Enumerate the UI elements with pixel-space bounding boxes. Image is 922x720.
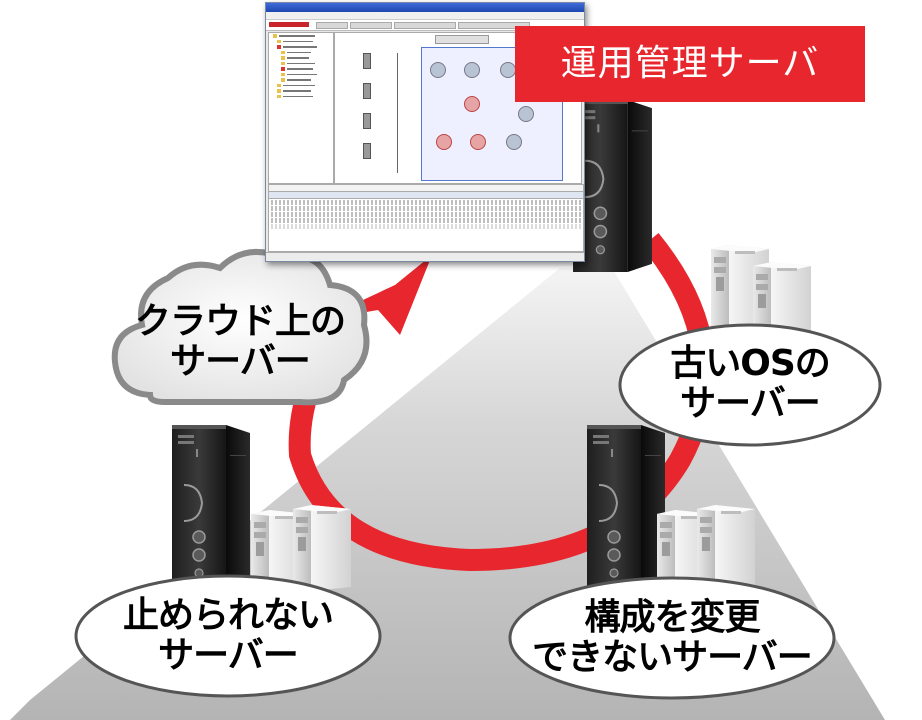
label-unchangeable-line1: 構成を変更: [584, 597, 760, 638]
label-unchangeable-line2: できないサーバー: [532, 637, 813, 678]
management-server-label: 運用管理サーバ: [515, 26, 865, 102]
console-screenshot-icon: [265, 2, 585, 262]
label-old-os-server: 古いOSの サーバー: [622, 344, 878, 424]
label-unstoppable-line2: サーバー: [158, 635, 299, 676]
tower-server-icon: [585, 425, 667, 595]
label-unchangeable-server: 構成を変更 できないサーバー: [512, 598, 832, 678]
label-unstoppable-line1: 止められない: [122, 595, 334, 636]
small-server-icon: [293, 505, 351, 595]
label-cloud-line2: サーバー: [170, 341, 311, 382]
label-old-os-line1: 古いOSの: [670, 343, 831, 384]
label-cloud-line1: クラウド上の: [134, 301, 346, 342]
bubble-unstoppable: [74, 574, 382, 698]
tower-server-icon: [170, 425, 252, 595]
label-unstoppable-server: 止められない サーバー: [80, 596, 376, 676]
bubble-old-os: [618, 323, 882, 447]
label-old-os-line2: サーバー: [680, 383, 821, 424]
bubble-unchangeable: [508, 576, 836, 700]
label-cloud-server: クラウド上の サーバー: [112, 302, 368, 382]
